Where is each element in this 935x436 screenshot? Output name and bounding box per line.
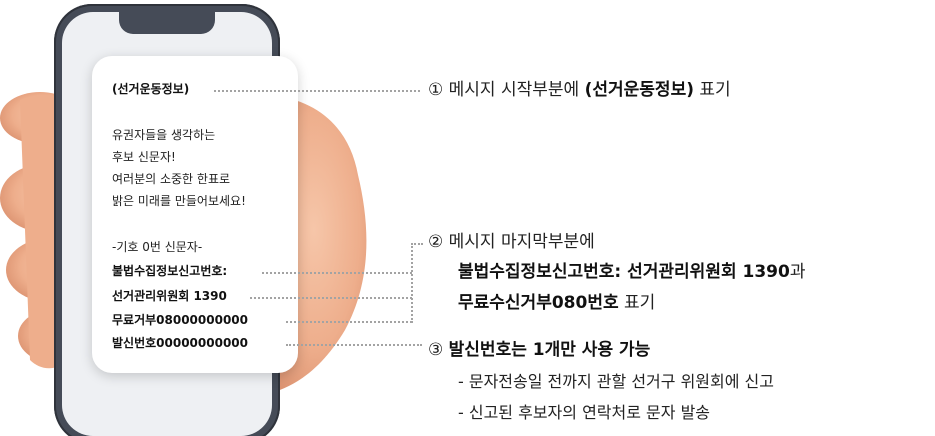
message-body-line: 후보 신문자! (112, 150, 176, 164)
connector-2-vertical (411, 243, 413, 323)
message-signature: -기호 0번 신문자- (112, 240, 203, 254)
message-report-value: 선거관리위원회 1390 (112, 289, 227, 303)
connector-1 (214, 90, 420, 92)
annotation-2-line3: 무료수신거부080번호 표기 (458, 292, 655, 314)
message-body-line: 유권자들을 생각하는 (112, 128, 216, 142)
message-header: (선거운동정보) (112, 82, 190, 96)
annotation-tail: 과 (789, 262, 806, 282)
annotation-bold: (선거운동정보) (584, 80, 694, 100)
message-body-line: 여러분의 소중한 한표로 (112, 172, 231, 186)
message-body-line: 밝은 미래를 만들어보세요! (112, 194, 246, 208)
message-report-label: 불법수집정보신고번호: (112, 264, 228, 278)
connector-2b (250, 297, 412, 299)
annotation-2: ② 메시지 마지막부분에 (428, 231, 595, 253)
annotation-bold: 발신번호는 1개만 사용 가능 (448, 340, 651, 360)
annotation-3-sub1: - 문자전송일 전까지 관할 선거구 위원회에 신고 (458, 372, 774, 391)
annotation-3-sub2: - 신고된 후보자의 연락처로 문자 발송 (458, 403, 711, 422)
message-card (92, 56, 298, 373)
connector-3 (286, 344, 422, 346)
annotation-3: ③ 발신번호는 1개만 사용 가능 (428, 339, 650, 361)
annotation-text: 메시지 시작부분에 (448, 80, 585, 100)
phone-notch (119, 12, 215, 34)
message-sender-line: 발신번호00000000000 (112, 336, 249, 350)
connector-2c (286, 321, 412, 323)
annotation-number: ① (428, 80, 444, 100)
annotation-tail: 표기 (618, 293, 656, 313)
annotation-tail: 표기 (693, 80, 731, 100)
annotation-bold: 불법수집정보신고번호: 선거관리위원회 1390 (458, 262, 790, 282)
annotation-number: ② (428, 232, 444, 252)
annotation-number: ③ (428, 340, 444, 360)
annotation-text: 메시지 마지막부분에 (448, 232, 595, 252)
message-reject-line: 무료거부08000000000 (112, 313, 249, 327)
connector-2a (262, 272, 412, 274)
annotation-2-line2: 불법수집정보신고번호: 선거관리위원회 1390과 (458, 261, 805, 283)
annotation-bold: 무료수신거부080번호 (458, 293, 619, 313)
connector-2-tick (411, 243, 423, 245)
annotation-1: ① 메시지 시작부분에 (선거운동정보) 표기 (428, 79, 731, 101)
